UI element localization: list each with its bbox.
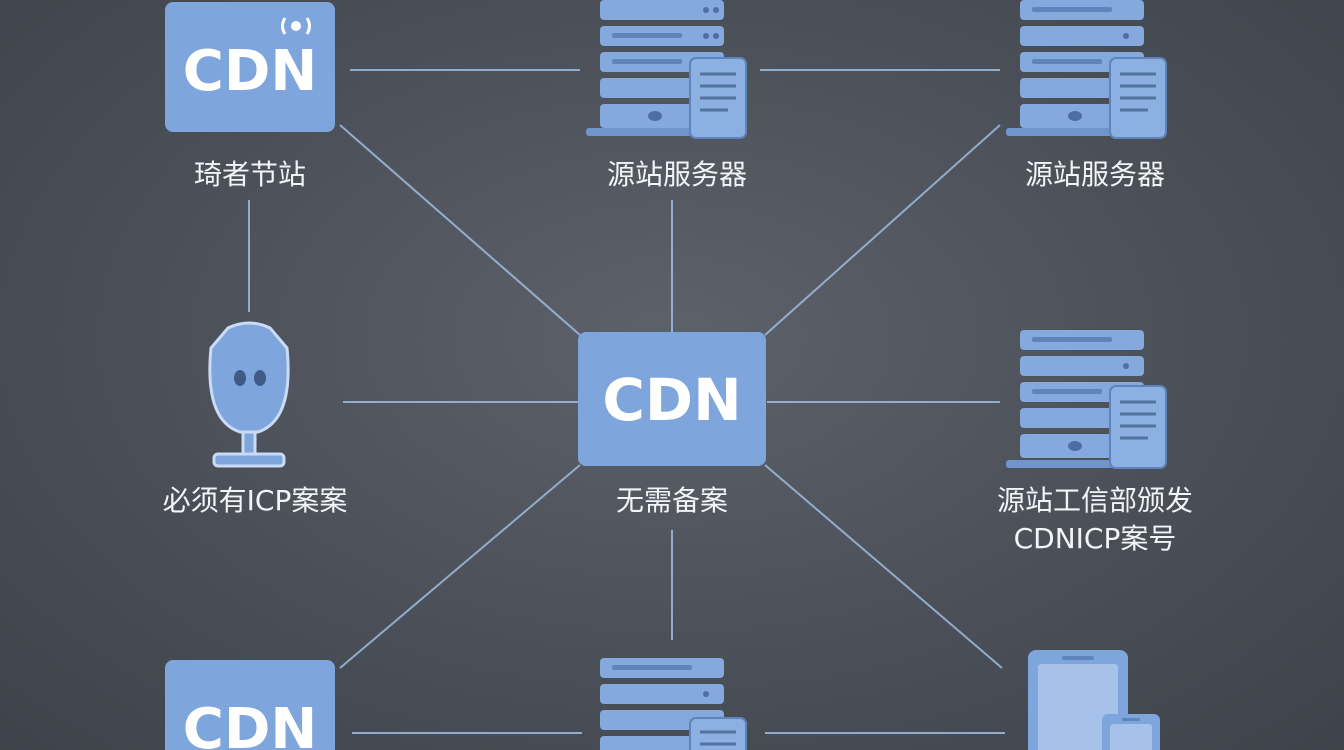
origin-server-top-right: 源站服务器 [1006, 0, 1167, 191]
document-icon [689, 57, 747, 139]
phone-node-bottom-right [1028, 650, 1160, 750]
phone-icon [1102, 714, 1160, 750]
cdn-logo-text: CDN [183, 39, 317, 104]
robot-icon [208, 321, 290, 468]
document-icon [689, 717, 747, 750]
line-center-to-cdn-bottom-left [339, 464, 581, 669]
line-origin-right-to-center [764, 124, 1001, 336]
node-label-line1: 源站工信部颁发 [997, 484, 1193, 517]
cdn-logo-icon [578, 332, 766, 466]
cdn-logo-text: CDN [183, 697, 317, 750]
node-label: 源站服务器 [1025, 158, 1165, 191]
cdn-logo-icon [165, 660, 335, 750]
document-icon [1109, 57, 1167, 139]
node-label: 无需备案 [616, 484, 728, 517]
cdn-node-top-left: CDN 琦者节站 [165, 2, 335, 191]
cdn-logo-text: CDN [602, 366, 741, 434]
origin-server-mid-right: 源站工信部颁发 CDNICP案号 [997, 330, 1193, 555]
signal-icon [281, 17, 311, 35]
connection-lines [248, 69, 1005, 734]
document-icon [1109, 385, 1167, 469]
line-cdn-left-to-center [339, 124, 581, 336]
node-label: 源站服务器 [607, 158, 747, 191]
origin-server-top-mid: 源站服务器 [586, 0, 747, 191]
node-label: 必须有ICP案案 [163, 484, 348, 517]
node-label-line2: CDNICP案号 [1014, 522, 1177, 555]
line-center-to-phone-bottom [764, 464, 1003, 669]
cdn-node-bottom-left: CDN [165, 660, 335, 750]
cdn-logo-icon [165, 2, 335, 132]
server-node-bottom-mid [600, 658, 747, 750]
robot-node-mid-left: 必须有ICP案案 [163, 321, 348, 517]
node-label: 琦者节站 [194, 158, 306, 191]
cdn-node-center: CDN 无需备案 [578, 332, 766, 517]
